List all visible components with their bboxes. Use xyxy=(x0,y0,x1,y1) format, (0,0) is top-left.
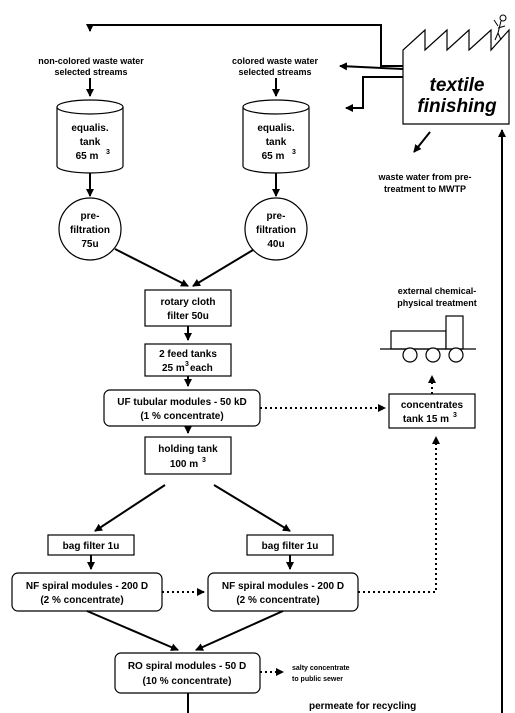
external-treatment-line1: external chemical- xyxy=(398,286,477,296)
prefilter-left-line3: 75u xyxy=(81,239,98,250)
holding-tank-line1: holding tank xyxy=(158,444,218,455)
holding-tank: holding tank 100 m 3 xyxy=(144,436,232,475)
nf-left-to-ro-arrow xyxy=(86,610,179,651)
nf-modules-left: NF spiral modules - 200 D (2 % concentra… xyxy=(11,572,163,612)
prefilter-left-line2: filtration xyxy=(70,225,110,236)
tank-right-line1: equalis. xyxy=(257,123,294,134)
nf-left-line1: NF spiral modules - 200 D xyxy=(26,581,148,592)
holding-tank-volume: 100 m xyxy=(170,459,198,470)
rotary-cloth-filter: rotary cloth filter 50u xyxy=(144,289,232,327)
salty-concentrate-line2: to public sewer xyxy=(292,676,343,683)
uf-tubular-modules: UF tubular modules - 50 kD (1 % concentr… xyxy=(103,389,261,427)
pretreatment-label-line1: waste water from pre- xyxy=(377,172,471,182)
worker-icon xyxy=(493,14,507,41)
colored-flow-arrow xyxy=(339,62,404,71)
uf-modules-line1: UF tubular modules - 50 kD xyxy=(117,397,246,408)
feed-tanks-volume-exp: 3 xyxy=(185,361,189,368)
bag-filter-left-label: bag filter 1u xyxy=(63,541,120,552)
permeate-recycling-label: permeate for recycling xyxy=(309,701,416,712)
tank-left-line2: tank xyxy=(80,137,101,148)
tank-right-volume: 65 m xyxy=(262,151,285,162)
colored-label-line2: selected streams xyxy=(238,67,311,77)
feed-tanks-volume: 25 m xyxy=(162,363,185,374)
external-treatment-line2: physical treatment xyxy=(397,298,477,308)
feed-tanks: 2 feed tanks 25 m 3 each xyxy=(144,343,232,377)
salty-concentrate-line1: salty concentrate xyxy=(292,665,350,672)
truck-icon xyxy=(380,315,476,363)
nf-modules-right: NF spiral modules - 200 D (2 % concentra… xyxy=(207,572,359,612)
colored-label-line1: colored waste water xyxy=(232,56,319,66)
factory-building-icon xyxy=(402,28,510,125)
prefilter-left-line1: pre- xyxy=(81,211,100,222)
equalisation-tank-right: equalis. tank 65 m 3 xyxy=(242,99,310,174)
pretreatment-label-line2: treatment to MWTP xyxy=(384,184,466,194)
prefilter-right-line1: pre- xyxy=(267,211,286,222)
nf-left-line2: (2 % concentrate) xyxy=(40,595,123,606)
tank-right-volume-exp: 3 xyxy=(292,149,296,156)
prefiltration-left: pre- filtration 75u xyxy=(58,197,122,261)
equalisation-tank-left: equalis. tank 65 m 3 xyxy=(56,99,124,174)
concentrates-tank: concentrates tank 15 m 3 xyxy=(388,393,476,429)
factory-name-line1: textile xyxy=(430,75,485,96)
holding-to-bag-left-arrow xyxy=(94,484,166,532)
ro-spiral-modules: RO spiral modules - 50 D (10 % concentra… xyxy=(114,652,261,694)
nf-right-line2: (2 % concentrate) xyxy=(236,595,319,606)
bag-filter-left: bag filter 1u xyxy=(47,534,135,556)
pretreatment-arrow xyxy=(413,131,431,153)
factory-name-line2: finishing xyxy=(417,96,497,117)
noncolored-label-line1: non-colored waste water xyxy=(38,56,144,66)
prefilter-right-to-rotary-arrow xyxy=(192,249,254,287)
feed-tanks-each: each xyxy=(190,363,213,374)
nf-to-concentrates-dotted-arrow xyxy=(358,436,440,593)
bag-filter-right-label: bag filter 1u xyxy=(262,541,319,552)
tank-left-volume: 65 m xyxy=(76,151,99,162)
prefilter-left-to-rotary-arrow xyxy=(114,248,189,287)
tank-left-volume-exp: 3 xyxy=(106,149,110,156)
concentrates-line2: tank 15 m xyxy=(403,414,449,425)
tank-right-line2: tank xyxy=(266,137,287,148)
concentrates-line1: concentrates xyxy=(401,400,464,411)
ro-line2: (10 % concentrate) xyxy=(143,676,232,687)
uf-modules-line2: (1 % concentrate) xyxy=(140,411,223,422)
nf-right-to-ro-arrow xyxy=(195,610,284,651)
feed-tanks-line1: 2 feed tanks xyxy=(159,349,217,360)
nf-right-line1: NF spiral modules - 200 D xyxy=(222,581,344,592)
ro-line1: RO spiral modules - 50 D xyxy=(128,661,246,672)
concentrates-exp: 3 xyxy=(453,412,457,419)
rotary-filter-line1: rotary cloth xyxy=(160,297,215,308)
colored-return-arrow xyxy=(345,76,403,112)
tank-left-line1: equalis. xyxy=(71,123,108,134)
rotary-filter-line2: filter 50u xyxy=(167,311,209,322)
textile-factory: textile finishing xyxy=(402,14,510,125)
bag-filter-right: bag filter 1u xyxy=(246,534,334,556)
holding-to-bag-right-arrow xyxy=(213,484,291,532)
prefilter-right-line3: 40u xyxy=(267,239,284,250)
prefiltration-right: pre- filtration 40u xyxy=(244,197,308,261)
noncolored-label-line2: selected streams xyxy=(54,67,127,77)
holding-tank-volume-exp: 3 xyxy=(202,457,206,464)
prefilter-right-line2: filtration xyxy=(256,225,296,236)
